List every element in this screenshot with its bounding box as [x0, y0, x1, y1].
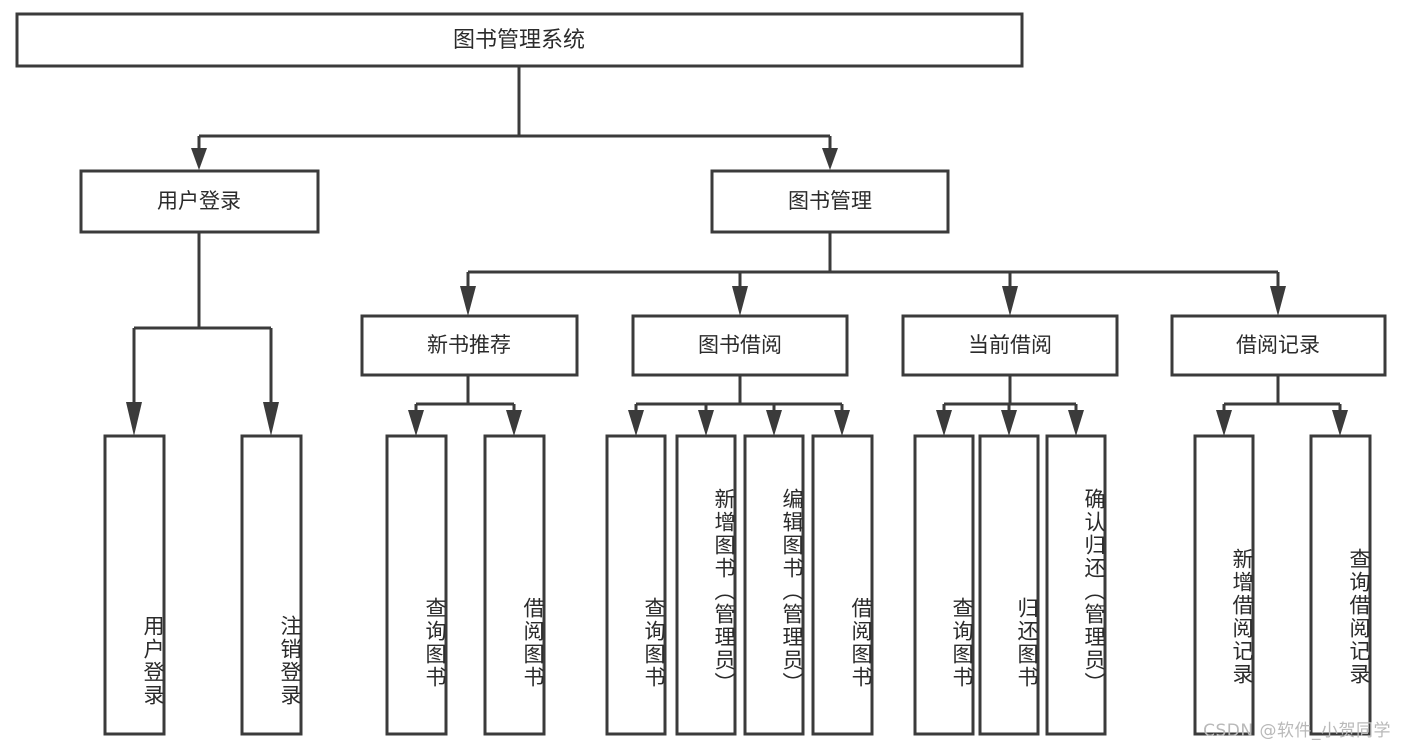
arrow-head-bookborrow-leaf-4	[834, 410, 850, 436]
leaf-box-currentborrow-query-book[interactable]	[913, 434, 975, 736]
leaf-box-bookborrow-add-book[interactable]	[675, 434, 737, 736]
leaf-box-bookborrow-borrow-book[interactable]	[811, 434, 874, 736]
node-new-book-recommend-label: 新书推荐	[427, 333, 511, 357]
node-book-manage-label: 图书管理	[788, 189, 872, 213]
node-user-login-label: 用户登录	[157, 189, 241, 213]
arrow-head-currentborrow-leaf-1	[936, 410, 952, 436]
arrow-head-currentborrow-leaf-2	[1001, 410, 1017, 436]
arrow-head-bookborrow-leaf-2	[698, 410, 714, 436]
node-borrow-record-label: 借阅记录	[1236, 333, 1320, 357]
node-book-borrow[interactable]: 图书借阅	[631, 314, 849, 377]
arrow-head-book-manage	[822, 148, 838, 170]
arrow-head-borrowrecord-leaf-2	[1332, 410, 1348, 436]
node-root-system[interactable]: 图书管理系统	[15, 12, 1024, 68]
arrow-head-current-borrow	[1002, 286, 1018, 316]
arrow-head-bookborrow-leaf-3	[766, 410, 782, 436]
arrow-head-book-borrow	[732, 286, 748, 316]
leaf-box-currentborrow-confirm-return[interactable]	[1045, 434, 1107, 736]
leaf-box-bookborrow-edit-book[interactable]	[743, 434, 805, 736]
arrow-head-borrowrecord-leaf-1	[1216, 410, 1232, 436]
leaf-box-user-login[interactable]	[103, 434, 166, 736]
leaf-box-borrowrecord-query-record[interactable]	[1309, 434, 1372, 736]
arrow-head-new-book-recommend	[460, 286, 476, 316]
leaf-box-currentborrow-return-book[interactable]	[978, 434, 1040, 736]
leaf-box-newbook-query-book[interactable]	[385, 434, 448, 736]
arrow-head-leaf-user-login	[126, 402, 142, 436]
arrow-head-bookborrow-leaf-1	[628, 410, 644, 436]
node-new-book-recommend[interactable]: 新书推荐	[360, 314, 579, 377]
leaf-box-newbook-borrow-book[interactable]	[483, 434, 546, 736]
leaf-box-logout-login[interactable]	[240, 434, 303, 736]
node-book-borrow-label: 图书借阅	[698, 333, 782, 357]
arrow-head-newbook-leaf-2	[506, 410, 522, 436]
arrow-head-leaf-logout	[263, 402, 279, 436]
arrow-head-newbook-leaf-1	[408, 410, 424, 436]
node-current-borrow[interactable]: 当前借阅	[901, 314, 1119, 377]
arrow-head-borrow-record	[1270, 286, 1286, 316]
node-borrow-record[interactable]: 借阅记录	[1170, 314, 1387, 377]
arrow-head-currentborrow-leaf-3	[1068, 410, 1084, 436]
watermark-text: CSDN @软件_小贺同学	[1203, 721, 1391, 741]
node-user-login[interactable]: 用户登录	[79, 169, 320, 234]
node-root-system-label: 图书管理系统	[453, 28, 585, 53]
node-book-manage[interactable]: 图书管理	[710, 169, 950, 234]
leaf-box-borrowrecord-add-record[interactable]	[1193, 434, 1255, 736]
node-current-borrow-label: 当前借阅	[968, 333, 1052, 357]
leaf-boxes-group	[103, 434, 1372, 736]
leaf-box-bookborrow-query-book[interactable]	[605, 434, 667, 736]
connectors-group	[126, 66, 1348, 436]
arrow-head-user-login	[191, 148, 207, 170]
